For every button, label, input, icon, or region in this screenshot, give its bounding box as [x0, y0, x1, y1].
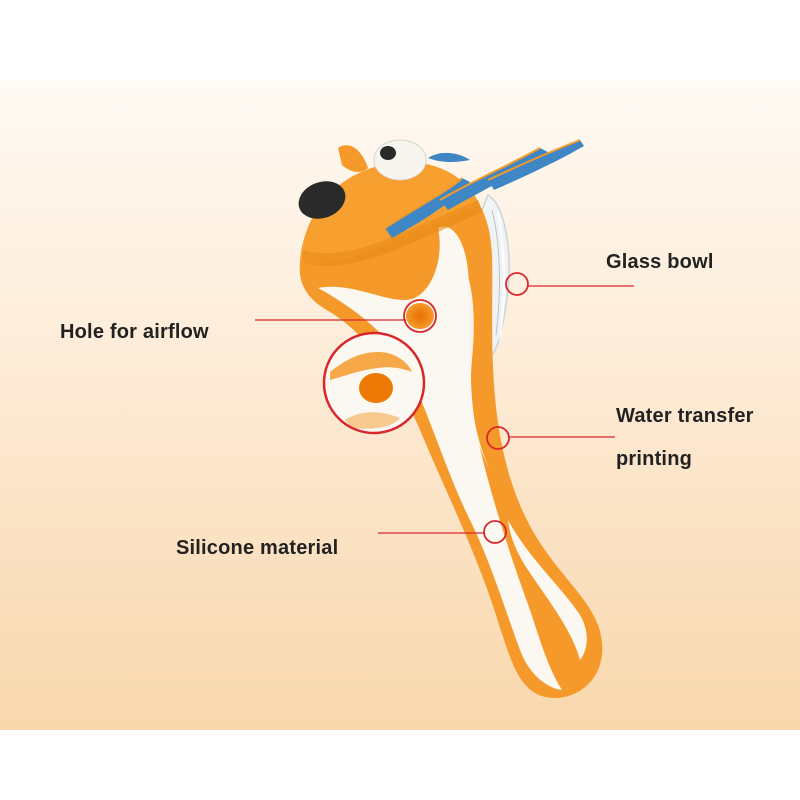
callout-glass [505, 272, 634, 296]
callout-water-transfer [486, 426, 615, 450]
callout-hole [255, 299, 437, 333]
eye-shape [373, 139, 427, 181]
antlers-shape [384, 139, 584, 238]
nose-shape [298, 181, 346, 219]
eyebrow-shape [428, 152, 470, 162]
label-glass-bowl: Glass bowl [606, 251, 714, 273]
callout-silicone [378, 520, 507, 544]
ear-shape [338, 145, 368, 172]
pipe-body [299, 162, 603, 699]
airflow-zoom-callout [322, 331, 426, 435]
airflow-hole [406, 303, 434, 329]
label-water-transfer-line1: Water transfer [616, 405, 754, 427]
label-water-transfer-line2: printing [616, 448, 693, 470]
label-silicone-material: Silicone material [176, 537, 339, 559]
label-hole-for-airflow: Hole for airflow [60, 321, 209, 343]
